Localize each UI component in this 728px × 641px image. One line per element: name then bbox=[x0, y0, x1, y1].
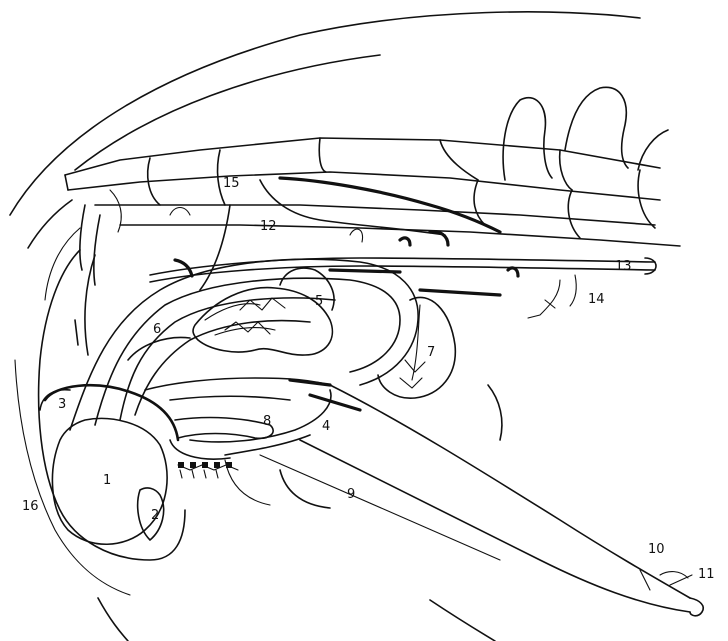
label-5: 5 bbox=[315, 294, 323, 309]
body-outline bbox=[10, 12, 640, 641]
vertebral-column bbox=[65, 87, 680, 246]
label-11: 11 bbox=[698, 567, 715, 582]
label-7: 7 bbox=[427, 345, 435, 360]
labels: 1 2 3 4 5 6 7 8 9 10 11 12 13 14 15 16 bbox=[22, 176, 715, 582]
pelvis bbox=[15, 205, 185, 595]
label-14: 14 bbox=[588, 292, 605, 307]
tissue-detail bbox=[178, 462, 232, 468]
intestinal-tract bbox=[70, 259, 418, 459]
label-3: 3 bbox=[58, 397, 66, 412]
label-13: 13 bbox=[615, 259, 632, 274]
penis bbox=[178, 385, 703, 616]
label-4: 4 bbox=[322, 419, 330, 434]
label-9: 9 bbox=[347, 487, 355, 502]
label-2: 2 bbox=[151, 508, 159, 523]
label-10: 10 bbox=[648, 542, 665, 557]
label-16: 16 bbox=[22, 499, 39, 514]
label-12: 12 bbox=[260, 219, 277, 234]
vessels bbox=[150, 178, 656, 410]
label-6: 6 bbox=[153, 322, 161, 337]
label-8: 8 bbox=[263, 414, 271, 429]
label-1: 1 bbox=[103, 473, 111, 488]
label-15: 15 bbox=[223, 176, 240, 191]
